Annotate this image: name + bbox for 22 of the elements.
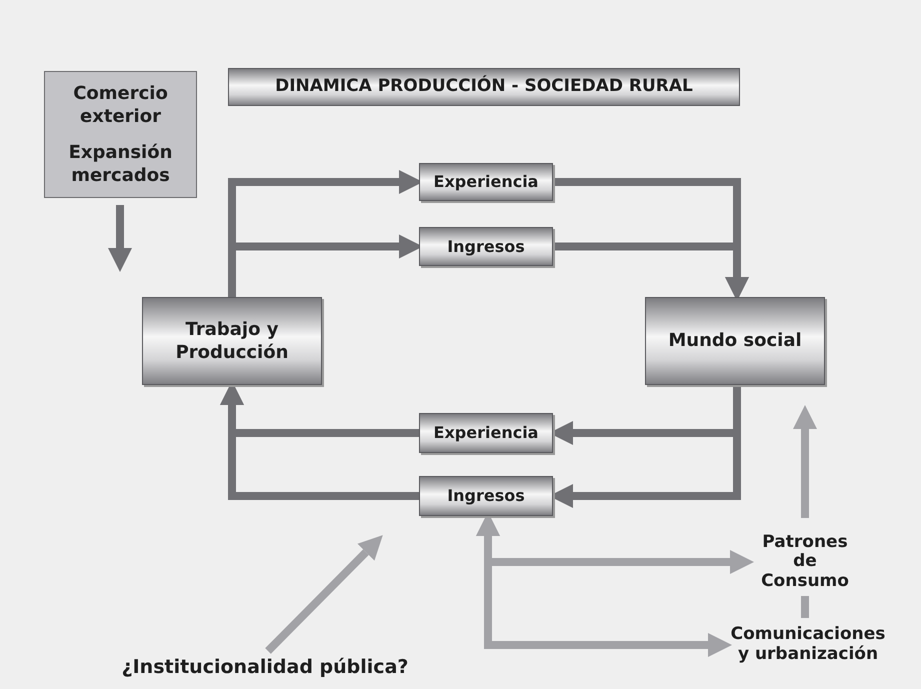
arrow xyxy=(793,405,817,518)
box-label: Trabajo y Producción xyxy=(174,318,290,364)
process-box xyxy=(419,476,553,516)
box-label: Experiencia xyxy=(434,422,538,444)
box-label: Ingresos xyxy=(447,236,525,258)
box-label: Experiencia xyxy=(434,171,538,193)
process-box xyxy=(142,297,322,385)
process-box xyxy=(419,413,553,453)
arrow xyxy=(265,535,383,654)
node-label: Patrones de Consumo xyxy=(760,532,850,592)
process-box xyxy=(645,297,825,385)
arrow xyxy=(108,205,132,272)
box-label: Expansión mercados xyxy=(68,140,174,188)
info-box xyxy=(44,71,197,198)
title-banner: DINAMICA PRODUCCIÓN - SOCIEDAD RURAL xyxy=(228,68,740,106)
box-label: Comercio exterior xyxy=(72,82,169,128)
box-label: Mundo social xyxy=(668,329,802,353)
node-label: ¿Institucionalidad pública? xyxy=(122,654,408,680)
process-box xyxy=(419,163,553,201)
node-label: Comunicaciones y urbanización xyxy=(730,625,886,665)
process-box xyxy=(419,227,553,266)
box-label: Ingresos xyxy=(447,485,525,507)
